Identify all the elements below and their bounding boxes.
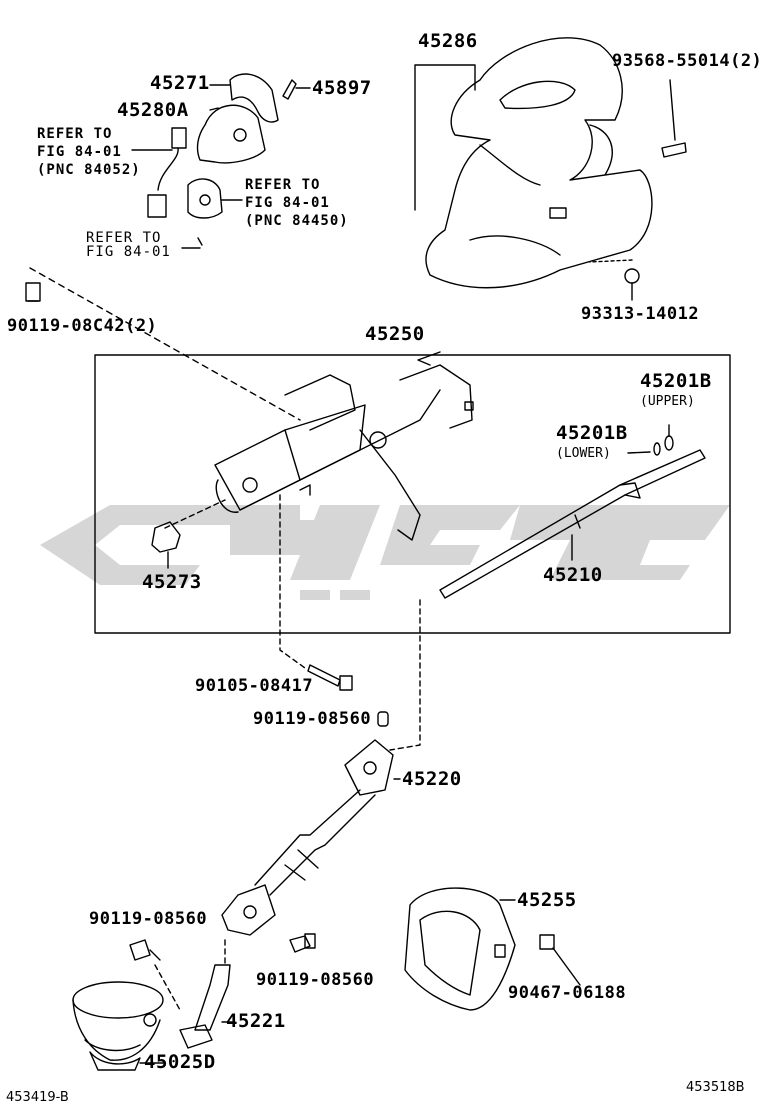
label-45210: 45210 <box>543 564 603 586</box>
label-45025d: 45025D <box>144 1051 216 1073</box>
snap-ring-45201b <box>627 424 674 456</box>
ref1-line2: FIG 84-01 <box>37 144 122 160</box>
switch-pnc84450 <box>187 178 243 219</box>
ref2-line2: FIG 84-01 <box>245 195 330 211</box>
footer-left-code: 453419-B <box>6 1090 69 1105</box>
label-90119-a: 90119-08560 <box>253 709 372 729</box>
label-90119-08c42: 90119-08C42(2) <box>7 316 158 336</box>
ref3-line2: FIG 84-01 <box>86 244 171 260</box>
switch-body-45280a <box>196 104 266 164</box>
ref2-line1: REFER TO <box>245 177 321 193</box>
bolt-90119-08c42 <box>25 282 41 302</box>
label-45250: 45250 <box>365 323 425 345</box>
column-cover-45286 <box>425 37 653 289</box>
steering-column-45250 <box>214 351 474 541</box>
yoke-45221 <box>179 964 233 1049</box>
label-45201b-upper: 45201B <box>640 370 712 392</box>
label-45271: 45271 <box>150 72 210 94</box>
connector-pnc84052 <box>131 127 187 218</box>
bolt-90119-08560-lower-left <box>129 939 161 961</box>
screw-45897 <box>282 79 311 100</box>
boot-45025d <box>72 981 166 1071</box>
bushing-45273 <box>151 521 181 569</box>
tag-upper: (UPPER) <box>640 394 695 409</box>
label-45286: 45286 <box>418 30 478 52</box>
column-assembly-frame <box>94 354 731 634</box>
label-45897: 45897 <box>312 77 372 99</box>
screw-93568 <box>661 79 687 158</box>
footer-right-code: 453518B <box>686 1080 745 1095</box>
watermark-logo <box>40 505 730 600</box>
main-shaft-45210 <box>439 449 706 599</box>
clip-93313 <box>624 268 640 284</box>
label-90119-b: 90119-08560 <box>89 909 208 929</box>
label-93568: 93568-55014(2) <box>612 51 760 71</box>
label-45220: 45220 <box>402 768 462 790</box>
bolt-90105-08417 <box>307 664 353 691</box>
intermediate-shaft-45220 <box>221 739 401 936</box>
label-90467: 90467-06188 <box>508 983 627 1003</box>
ref2-line3: (PNC 84450) <box>245 213 349 229</box>
label-90105: 90105-08417 <box>195 676 314 696</box>
label-45201b-lower: 45201B <box>556 422 628 444</box>
switch-bracket-45271 <box>209 73 279 123</box>
label-45255: 45255 <box>517 889 577 911</box>
bolt-90119-08560-lower-mid <box>289 933 316 953</box>
label-45221: 45221 <box>226 1010 286 1032</box>
clip-90467 <box>539 934 581 986</box>
label-45280a: 45280A <box>117 99 189 121</box>
bolt-90119-08560-upper <box>377 711 389 727</box>
ref1-line1: REFER TO <box>37 126 113 142</box>
label-45273: 45273 <box>142 571 202 593</box>
tag-lower: (LOWER) <box>556 446 611 461</box>
ref3-line1: REFER TO <box>86 230 162 246</box>
label-93313: 93313-14012 <box>581 304 700 324</box>
label-90119-c: 90119-08560 <box>256 970 375 990</box>
ref1-line3: (PNC 84052) <box>37 162 141 178</box>
lower-cover-45255 <box>404 887 516 1011</box>
